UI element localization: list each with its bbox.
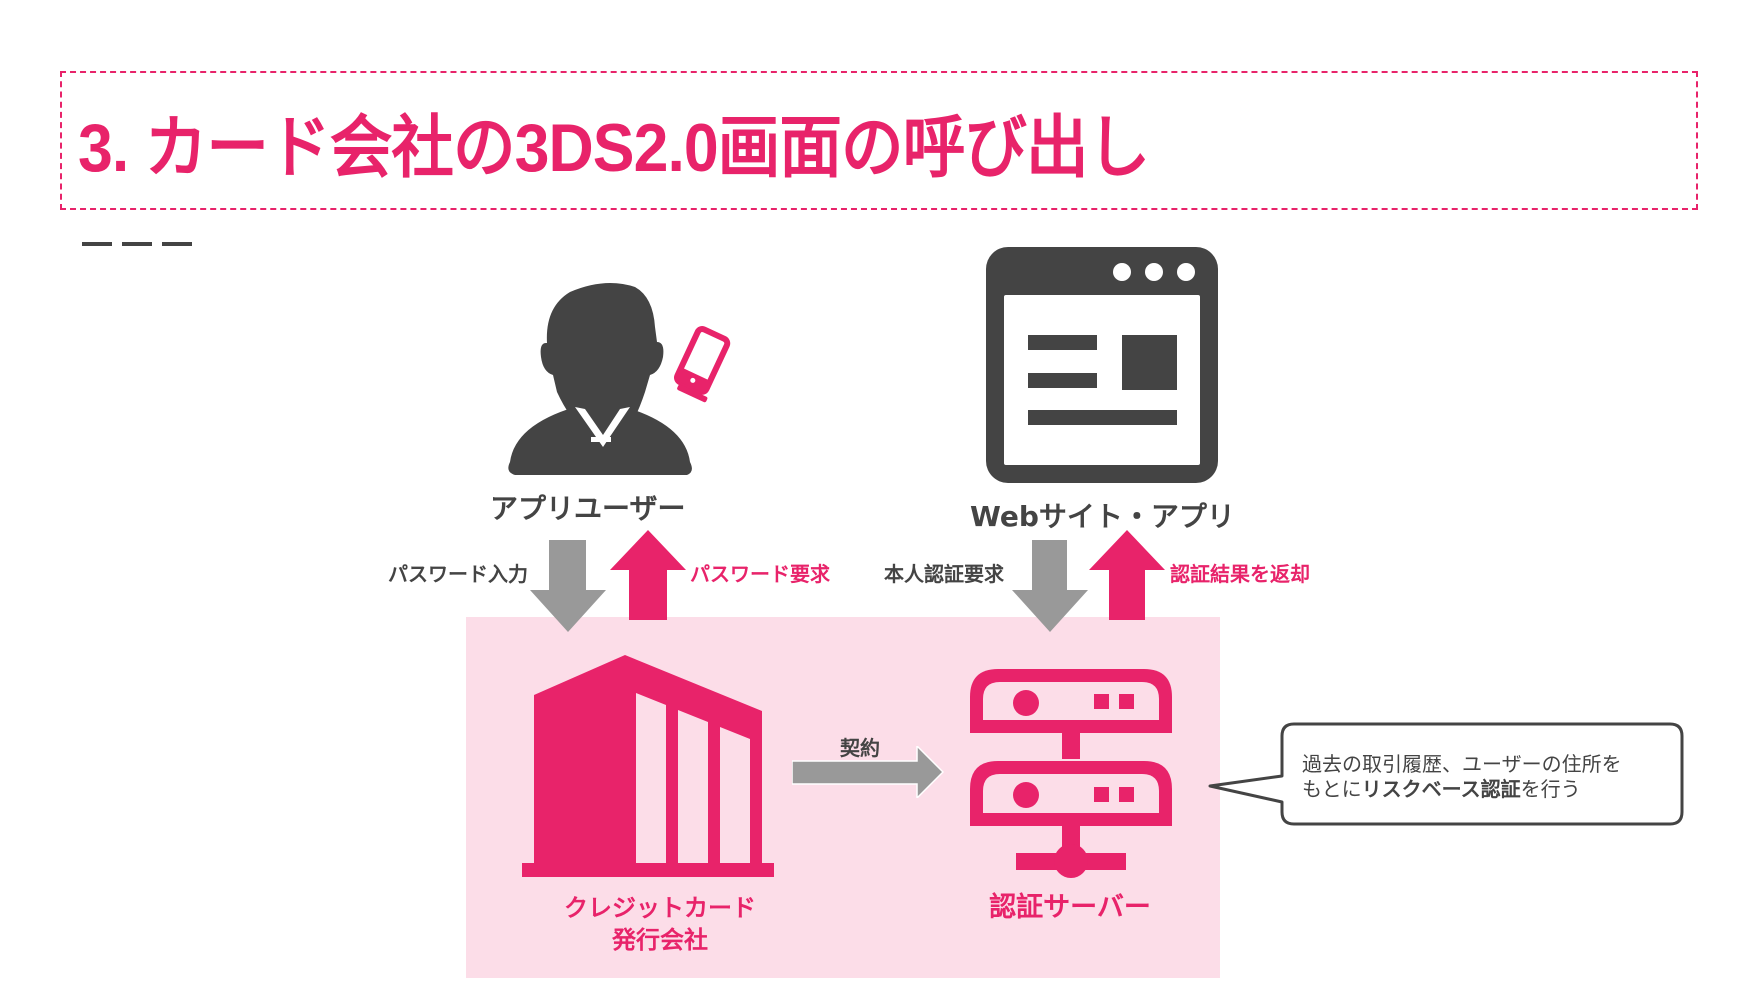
callout-line2-pre: もとに	[1302, 777, 1362, 801]
title-box	[60, 71, 1698, 210]
app-user-label: アプリユーザー	[490, 492, 686, 525]
browser-window-icon	[986, 247, 1218, 483]
building-icon	[522, 655, 774, 879]
issuer-label-line1: クレジットカード	[564, 894, 756, 922]
page-title: 3. カード会社の3DS2.0画面の呼び出し	[78, 110, 1150, 186]
arrow-right-icon	[792, 746, 944, 798]
smartphone-icon	[660, 325, 740, 405]
auth-server-label: 認証サーバー	[989, 892, 1151, 923]
arrow-down-icon	[530, 540, 606, 632]
callout-text: 過去の取引履歴、ユーザーの住所を もとにリスクベース認証を行う	[1302, 752, 1622, 802]
password-input-label: パスワード入力	[388, 562, 528, 586]
callout-line2: もとにリスクベース認証を行う	[1302, 777, 1622, 802]
auth-request-label: 本人認証要求	[884, 562, 1004, 586]
callout-line2-post: を行う	[1520, 777, 1581, 801]
divider-dash	[82, 242, 112, 246]
callout-emphasis: リスクベース認証	[1361, 777, 1521, 801]
contract-label: 契約	[840, 736, 880, 760]
password-request-label: パスワード要求	[690, 562, 830, 586]
arrow-up-icon	[1089, 530, 1165, 620]
businessman-icon	[495, 247, 705, 475]
arrow-up-icon	[610, 530, 686, 620]
server-icon	[970, 667, 1172, 881]
website-label: Webサイト・アプリ	[970, 500, 1235, 533]
divider-dash	[162, 242, 192, 246]
divider-dash	[122, 242, 152, 246]
auth-result-label: 認証結果を返却	[1170, 562, 1310, 586]
arrow-down-icon	[1012, 540, 1088, 632]
speech-bubble	[1206, 720, 1686, 830]
issuer-label: クレジットカード 発行会社	[540, 892, 780, 956]
callout-line1: 過去の取引履歴、ユーザーの住所を	[1302, 752, 1622, 776]
issuer-label-line2: 発行会社	[612, 926, 708, 954]
